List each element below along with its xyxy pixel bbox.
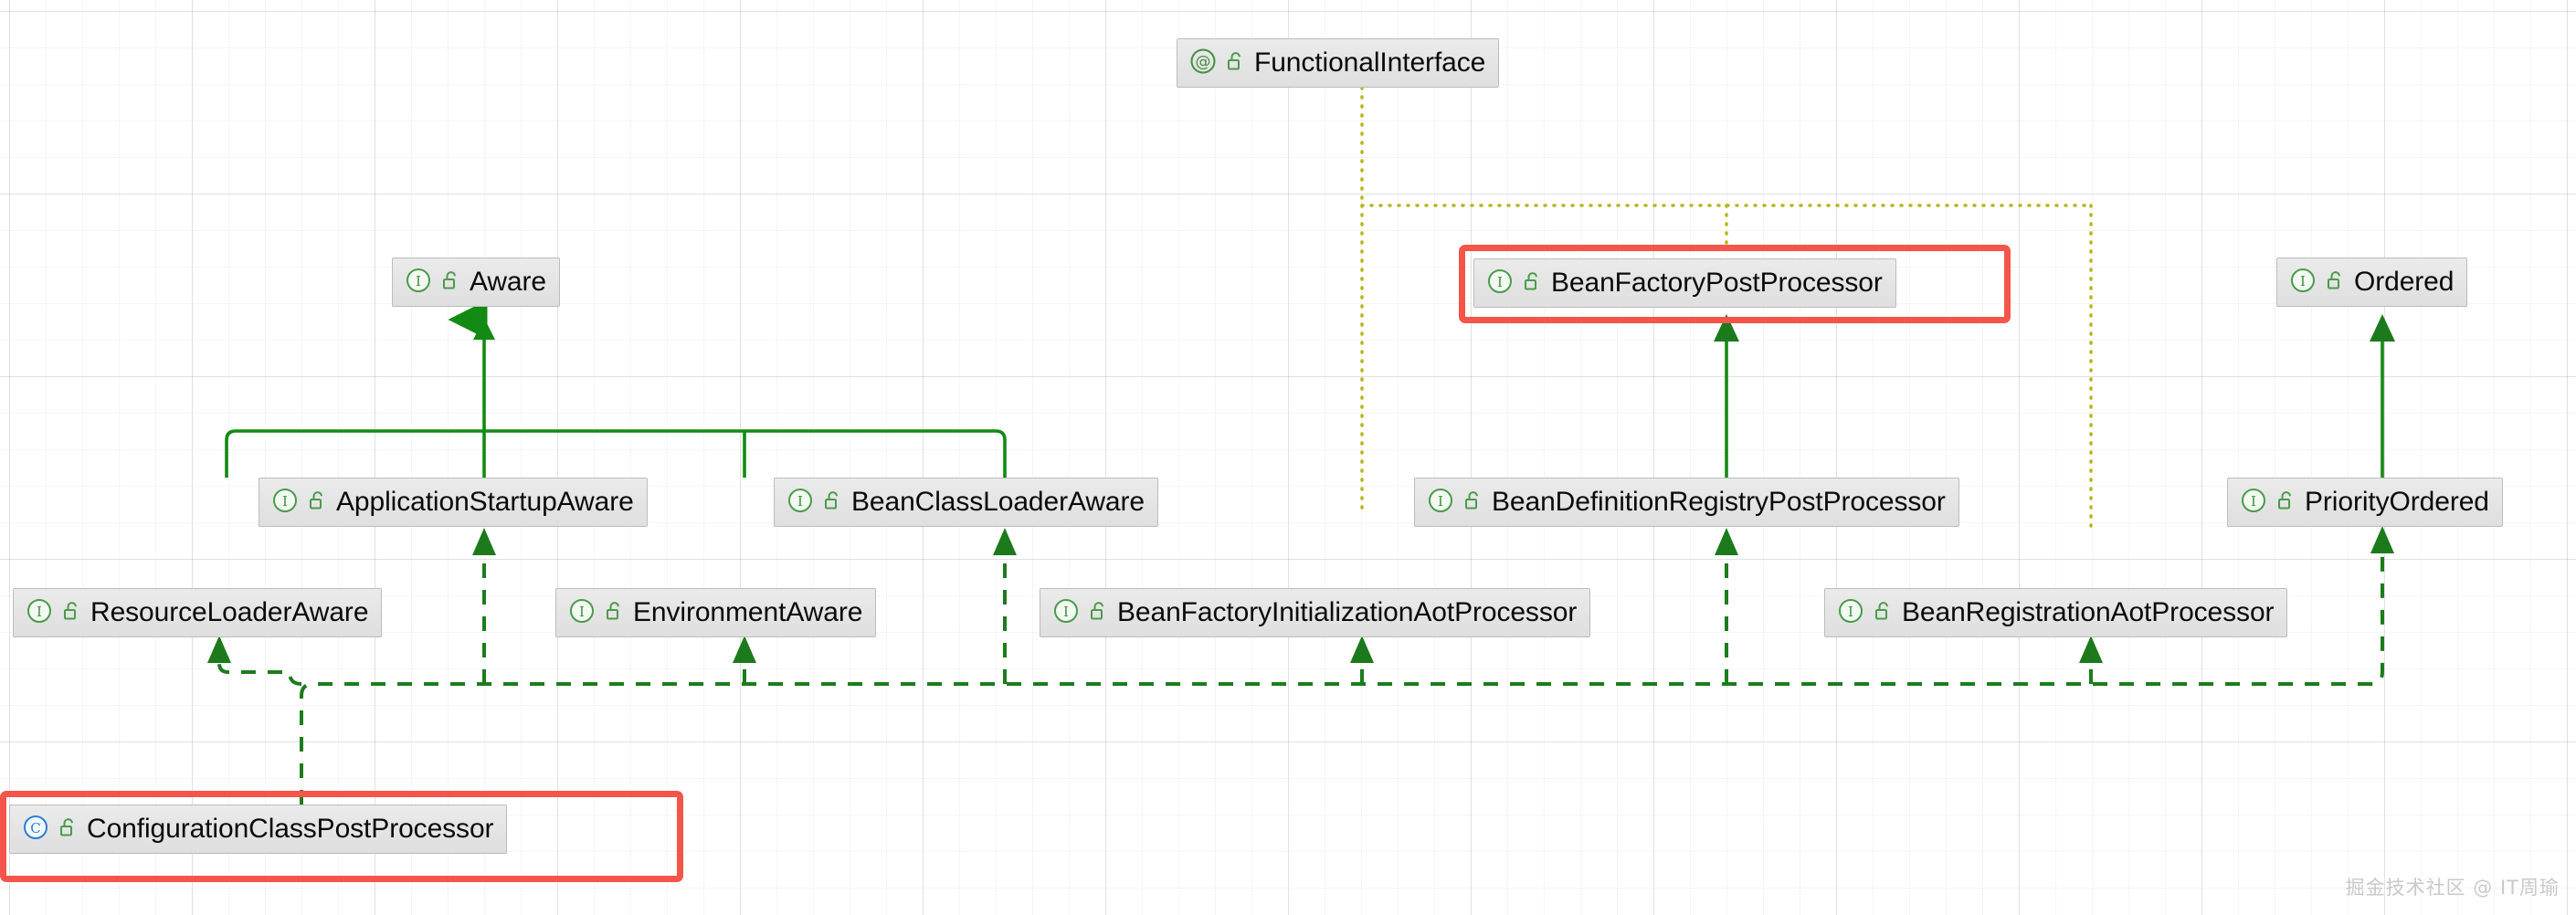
unlock-icon <box>1226 50 1246 77</box>
node-beanregistrationaotprocessor[interactable]: I BeanRegistrationAotProcessor <box>1824 588 2288 637</box>
interface-icon: I <box>1051 596 1081 630</box>
unlock-icon <box>1523 270 1543 297</box>
node-label: BeanClassLoaderAware <box>851 487 1145 517</box>
unlock-icon <box>2326 269 2346 296</box>
arrowhead-to-applicationstartupaware <box>472 528 496 555</box>
arrowhead-to-bfiap <box>1350 636 1374 663</box>
edge-aware-tree <box>225 300 1007 478</box>
interface-icon: I <box>1485 267 1515 300</box>
svg-text:I: I <box>797 493 803 510</box>
svg-text:I: I <box>579 604 585 620</box>
node-label: EnvironmentAware <box>633 597 863 627</box>
node-applicationstartupaware[interactable]: I ApplicationStartupAware <box>259 478 648 527</box>
node-label: BeanDefinitionRegistryPostProcessor <box>1492 487 1946 517</box>
interface-icon: I <box>1836 596 1865 630</box>
unlock-icon <box>1089 600 1109 626</box>
unlock-icon <box>308 489 328 516</box>
node-label: Ordered <box>2354 267 2455 297</box>
svg-text:I: I <box>416 273 421 289</box>
interface-icon: I <box>404 266 433 300</box>
arrowhead-to-resourceloaderaware <box>207 636 231 663</box>
unlock-icon <box>441 269 461 296</box>
svg-text:I: I <box>1438 493 1443 510</box>
arrowhead-to-priorityordered <box>2370 526 2394 553</box>
svg-text:I: I <box>282 493 288 510</box>
interface-icon: I <box>1426 486 1455 520</box>
annotation-icon: @ <box>1188 47 1218 80</box>
node-priorityordered[interactable]: I PriorityOrdered <box>2227 478 2503 527</box>
node-functionalinterface[interactable]: @ FunctionalInterface <box>1177 38 1500 88</box>
arrowhead-to-beanclassloaderaware <box>993 528 1017 555</box>
node-environmentaware[interactable]: I EnvironmentAware <box>555 588 877 637</box>
interface-icon: I <box>25 596 54 630</box>
arrowhead-to-bdrpp <box>1715 528 1738 555</box>
edge-aware-arrowheads <box>473 318 495 340</box>
interface-icon: I <box>2239 486 2268 520</box>
arrowhead-priorityordered-ordered <box>2370 314 2395 342</box>
unlock-icon <box>62 600 82 626</box>
svg-text:C: C <box>30 820 40 836</box>
node-label: FunctionalInterface <box>1254 47 1486 78</box>
edge-realization-bus <box>217 530 2384 805</box>
svg-text:I: I <box>2300 273 2306 289</box>
node-label: BeanRegistrationAotProcessor <box>1902 597 2275 627</box>
node-beanfactorypostprocessor[interactable]: I BeanFactoryPostProcessor <box>1473 258 1896 308</box>
node-resourceloaderaware[interactable]: I ResourceLoaderAware <box>13 588 383 637</box>
svg-text:I: I <box>2251 493 2256 510</box>
node-label: ResourceLoaderAware <box>90 597 369 627</box>
unlock-icon <box>1463 489 1483 516</box>
node-configurationclasspostprocessor[interactable]: C ConfigurationClassPostProcessor <box>9 805 508 854</box>
node-label: BeanFactoryPostProcessor <box>1551 268 1883 298</box>
svg-text:I: I <box>1063 604 1069 620</box>
class-icon: C <box>21 813 50 847</box>
svg-text:I: I <box>1497 274 1503 290</box>
unlock-icon <box>2276 489 2296 516</box>
node-label: ApplicationStartupAware <box>336 487 634 517</box>
interface-icon: I <box>2288 266 2317 300</box>
node-beanfactoryinitializationaotprocessor[interactable]: I BeanFactoryInitializationAotProcessor <box>1040 588 1591 637</box>
interface-icon: I <box>270 486 300 520</box>
node-beandefinitionregistrypostprocessor[interactable]: I BeanDefinitionRegistryPostProcessor <box>1414 478 1959 527</box>
arrowhead-to-brap <box>2079 636 2103 663</box>
node-aware[interactable]: I Aware <box>392 258 560 307</box>
unlock-icon <box>605 600 625 626</box>
svg-text:I: I <box>37 604 42 620</box>
unlock-icon <box>823 489 843 516</box>
interface-icon: I <box>786 486 815 520</box>
svg-text:@: @ <box>1196 53 1211 71</box>
node-label: Aware <box>470 267 546 297</box>
interface-icon: I <box>567 596 596 630</box>
svg-text:I: I <box>1848 604 1853 620</box>
node-ordered[interactable]: I Ordered <box>2276 258 2468 307</box>
watermark: 掘金技术社区 @ IT周瑜 <box>2345 877 2560 899</box>
arrowhead-to-environmentaware <box>733 636 756 663</box>
unlock-icon <box>58 816 79 843</box>
unlock-icon <box>1874 600 1894 626</box>
node-label: BeanFactoryInitializationAotProcessor <box>1117 597 1578 627</box>
node-beanclassloaderaware[interactable]: I BeanClassLoaderAware <box>774 478 1158 527</box>
node-label: ConfigurationClassPostProcessor <box>87 814 494 844</box>
node-label: PriorityOrdered <box>2305 487 2489 517</box>
